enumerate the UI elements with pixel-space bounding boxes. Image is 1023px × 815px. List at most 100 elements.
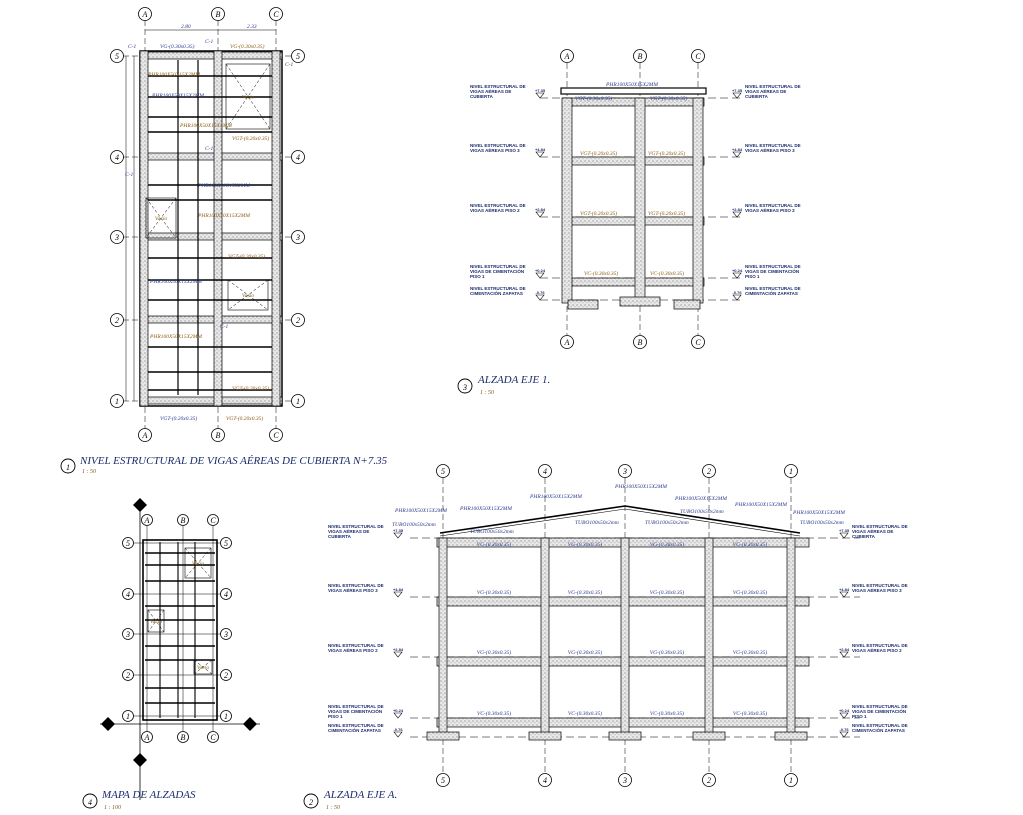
- level-marker: [393, 591, 403, 598]
- level-value: -0.76: [393, 727, 403, 732]
- roof-member-label: PHR100X50X15X2MM: [394, 508, 447, 514]
- roof-member-label: PHR100X50X15X2MM: [734, 502, 787, 508]
- level-name: NIVEL ESTRUCTURAL DE VIGAS AÉREAS PISO 3: [470, 143, 526, 153]
- grid-axis-label: 3: [622, 776, 627, 785]
- grid-axis-label: B: [216, 10, 221, 19]
- void-label: Vacío: [242, 293, 254, 299]
- level-name: NIVEL ESTRUCTURAL DE VIGAS AÉREAS PISO 2: [328, 643, 384, 653]
- grid-bubble: [538, 464, 552, 478]
- grid-bubble: [122, 588, 134, 600]
- beam-label: VC-(0.30x0.35): [650, 710, 684, 717]
- level-value: +0.24: [839, 708, 850, 713]
- grid-bubble: [220, 628, 232, 640]
- void-cross: [193, 659, 213, 675]
- void-cross: [145, 197, 177, 239]
- level-value: -0.76: [535, 290, 545, 295]
- grid-axis-label: 3: [622, 467, 627, 476]
- grid-bubble: [138, 7, 152, 21]
- grid-axis-label: B: [638, 52, 643, 61]
- plan-member-label: VG-(0.30x0.35): [160, 43, 195, 50]
- grid-bubble: [122, 628, 134, 640]
- roof-truss: [439, 505, 801, 534]
- grid-axis-label: 5: [224, 539, 228, 548]
- elevation-column: [704, 537, 714, 739]
- level-name: NIVEL ESTRUCTURAL DE CIMENTACIÓN ZAPATAS: [470, 286, 526, 296]
- void-label: Vacío: [155, 216, 167, 222]
- grid-bubble: [220, 669, 232, 681]
- void-cross: [147, 609, 165, 633]
- section-marker-icon: [101, 717, 115, 731]
- grid-axis-label: B: [181, 516, 186, 525]
- grid-axis-label: 1: [224, 712, 228, 721]
- grid-bubble: [291, 313, 305, 327]
- level-name: NIVEL ESTRUCTURAL DE VIGAS AÉREAS PISO 3: [328, 583, 384, 593]
- roof-member-label: PHR100X50X15X2MM: [459, 506, 512, 512]
- plan-member-label: PHR100X50X15X2MM: [197, 213, 250, 219]
- elevation-beam: [562, 277, 705, 287]
- grid-bubble: [220, 710, 232, 722]
- grid-bubble: [702, 773, 716, 787]
- grid-bubble: [702, 464, 716, 478]
- level-value: +0.24: [535, 268, 546, 273]
- grid-axis-label: 5: [441, 776, 445, 785]
- level-value: +4.84: [732, 147, 743, 152]
- grid-bubble: [220, 588, 232, 600]
- plan-member-label: VGT-(0.20x0.35): [226, 415, 263, 422]
- beam-label: VGT-(0.20x0.35): [648, 210, 685, 217]
- beam-label: VG-(0.30x0.35): [477, 589, 512, 596]
- level-marker: [393, 731, 403, 738]
- level-marker: [839, 532, 849, 539]
- grid-axis-label: 3: [223, 630, 228, 639]
- grid-bubble: [141, 514, 153, 526]
- grid-bubble: [269, 428, 283, 442]
- view-number-circle: [82, 793, 98, 809]
- roof-member-label: PHR100X50X15X2MM: [529, 494, 582, 500]
- view-number-circle: [60, 458, 76, 474]
- view-number: 3: [462, 383, 467, 392]
- level-marker: [839, 712, 849, 719]
- grid-axis-label: C: [695, 338, 701, 347]
- dimension-label: 2.80: [181, 24, 191, 30]
- void-cross: [225, 63, 271, 130]
- tube-label: TUBO100x50x2mm: [575, 520, 619, 526]
- column-tag: C-1: [128, 44, 137, 50]
- column-tag: C-1: [125, 172, 134, 178]
- grid-bubble: [122, 669, 134, 681]
- grid-bubble: [618, 773, 632, 787]
- grid-bubble: [269, 7, 283, 21]
- level-marker: [732, 272, 742, 279]
- grid-axis-label: 1: [115, 397, 119, 406]
- level-name: NIVEL ESTRUCTURAL DE VIGAS AÉREAS PISO 3: [852, 583, 908, 593]
- void-cross: [184, 547, 212, 579]
- grid-axis-label: A: [564, 338, 570, 347]
- level-marker: [535, 151, 545, 158]
- level-name: NIVEL ESTRUCTURAL DE VIGAS AÉREAS DE CUB…: [852, 524, 908, 539]
- footing: [692, 731, 726, 741]
- grid-axis-label: 1: [126, 712, 130, 721]
- footing: [567, 299, 599, 310]
- beam-label: VG-(0.30x0.35): [568, 541, 603, 548]
- view-scale: 1 : 50: [326, 805, 340, 811]
- tube-label: TUBO100x50x2mm: [645, 520, 689, 526]
- plan-beam: [139, 51, 283, 60]
- level-marker: [732, 92, 742, 99]
- view-scale: 1 : 50: [82, 469, 96, 475]
- void-opening: [147, 609, 165, 633]
- grid-axis-label: 5: [126, 539, 130, 548]
- section-marker-icon: [133, 753, 147, 767]
- grid-axis-label: 1: [296, 397, 300, 406]
- plan-member-label: VGT-(0.20x0.35): [232, 385, 269, 392]
- grid-axis-label: 3: [295, 233, 300, 242]
- grid-axis-label: A: [142, 10, 148, 19]
- plan-beam-vertical: [271, 50, 281, 407]
- grid-axis-label: 2: [707, 776, 711, 785]
- grid-axis-label: C: [210, 733, 216, 742]
- column-tag: C-1: [205, 39, 214, 45]
- grid-bubble: [538, 773, 552, 787]
- beam-label: VG-(0.30x0.35): [733, 589, 768, 596]
- elevation-column: [634, 97, 646, 304]
- grid-axis-label: A: [144, 516, 150, 525]
- level-value: +0.24: [732, 268, 743, 273]
- void-opening: [145, 197, 177, 239]
- grid-bubble: [207, 731, 219, 743]
